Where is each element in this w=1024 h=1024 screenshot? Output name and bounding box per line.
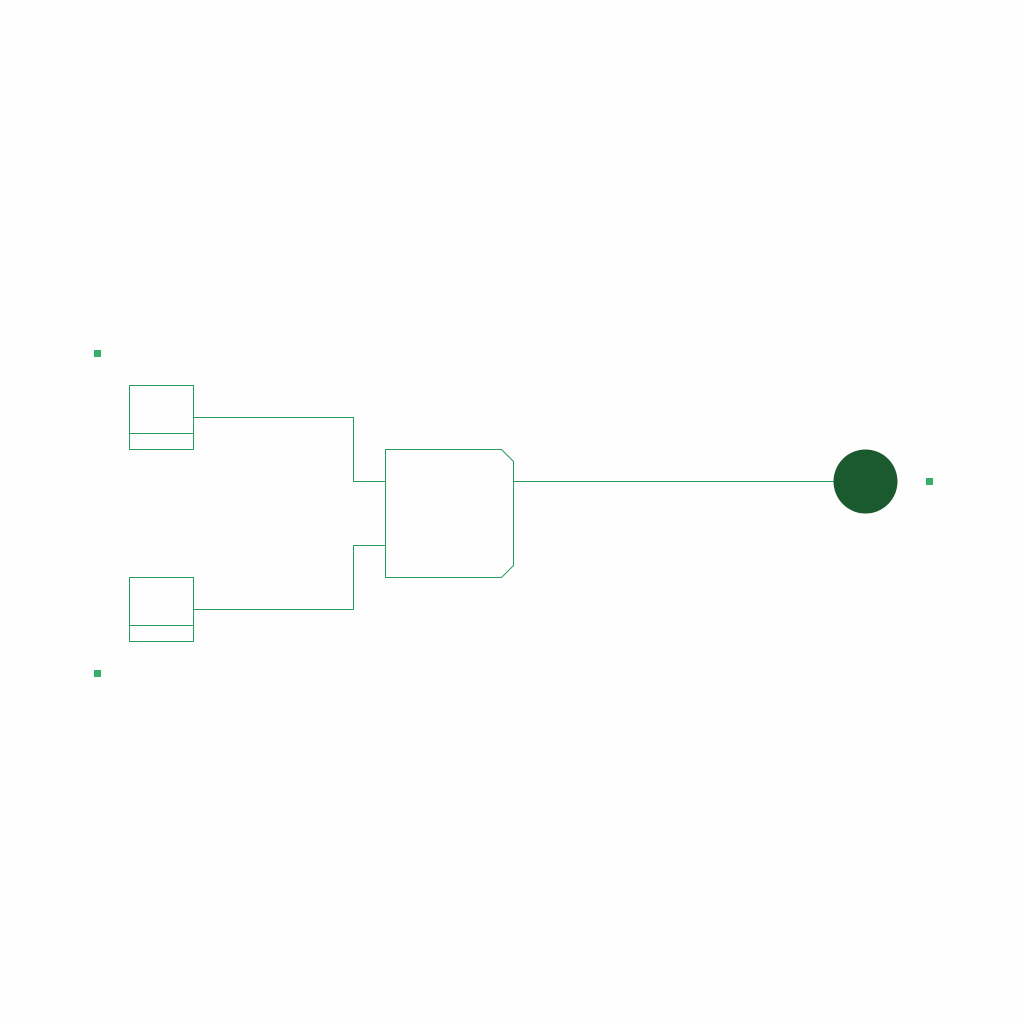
input-box-a <box>129 385 194 450</box>
output-node <box>833 449 898 514</box>
combiner-gate <box>385 449 514 578</box>
connector-a-to-gate <box>193 417 386 482</box>
marker-top-left <box>94 350 101 357</box>
marker-bottom-left <box>94 670 101 677</box>
connector-b-to-gate <box>193 545 386 610</box>
input-box-b <box>129 577 194 642</box>
marker-right <box>926 478 933 485</box>
